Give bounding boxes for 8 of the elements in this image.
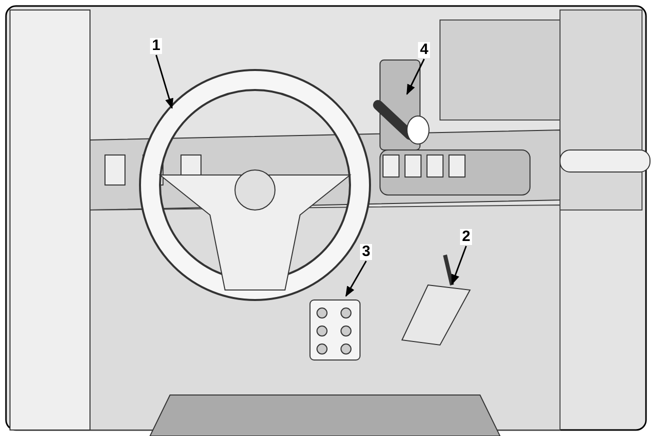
callout-number: 3 bbox=[360, 244, 372, 260]
callout-number: 4 bbox=[418, 42, 430, 58]
callout-number: 2 bbox=[460, 229, 472, 245]
leader-line bbox=[345, 260, 367, 297]
callout-number: 1 bbox=[150, 38, 162, 54]
leader-line bbox=[451, 246, 467, 285]
leader-line bbox=[406, 58, 425, 95]
leader-line bbox=[155, 54, 174, 109]
